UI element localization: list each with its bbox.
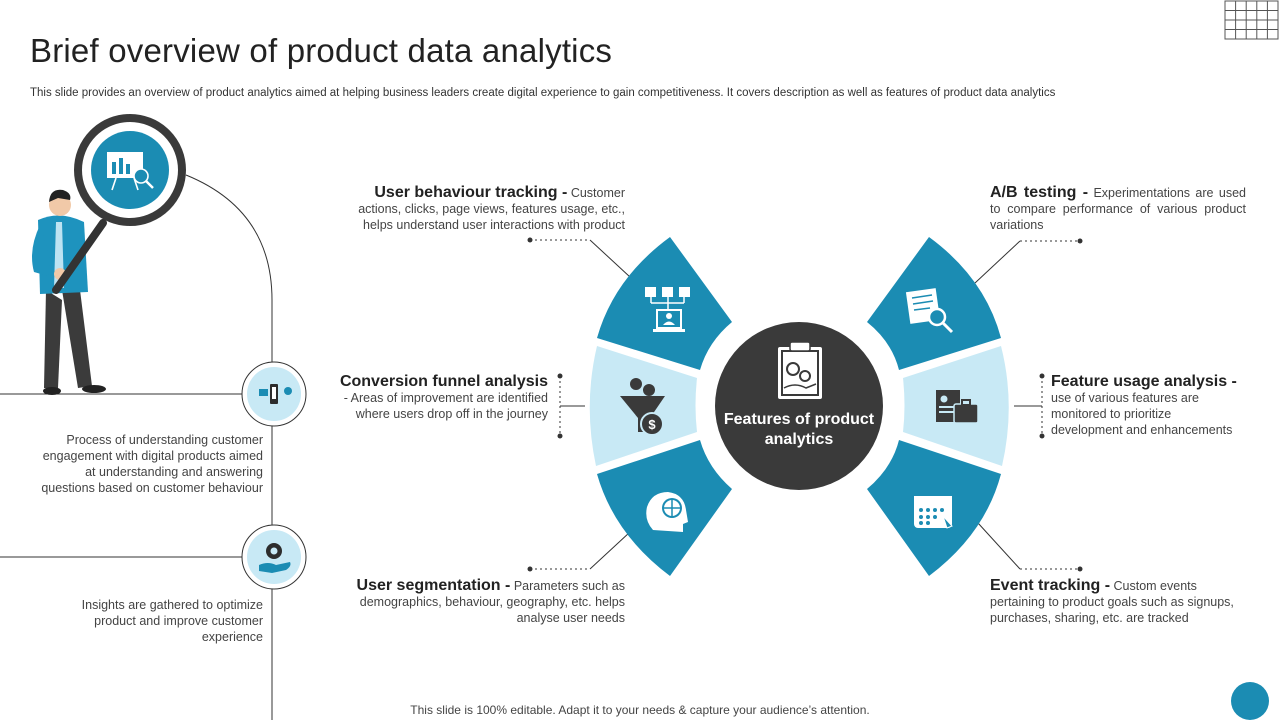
slide-footer: This slide is 100% editable. Adapt it to…: [410, 703, 870, 717]
feature-user-segmentation: User segmentation - Parameters such as d…: [335, 578, 625, 626]
calendar-icon: [914, 496, 953, 529]
svg-text:$: $: [648, 417, 656, 432]
user-flow-icon: [645, 287, 690, 332]
slide-title: Brief overview of product data analytics: [30, 32, 613, 69]
center-hub: [715, 322, 883, 490]
clipboard-gears-icon: [778, 341, 822, 399]
feature-text: Parameters such as demographics, behavio…: [359, 579, 625, 625]
feature-text: use of various features are monitored to…: [1051, 391, 1233, 437]
feature-ab-testing: A/B testing - Experimentations are used …: [990, 185, 1246, 233]
feature-usage-analysis: Feature usage analysis - use of various …: [1051, 374, 1246, 438]
feature-event-tracking: Event tracking - Custom events pertainin…: [990, 578, 1250, 626]
feature-heading: Event tracking -: [990, 577, 1111, 594]
feature-user-behaviour: User behaviour tracking - Customer actio…: [335, 185, 625, 233]
hand-gear-icon: [259, 543, 291, 573]
grid-icon: [1224, 0, 1279, 40]
corner-circle: [1231, 682, 1269, 720]
head-segments-icon: [646, 492, 688, 532]
feature-heading: Feature usage analysis -: [1051, 373, 1237, 390]
left-description-2: Insights are gathered to optimize produc…: [81, 598, 263, 644]
document-search-icon: [905, 288, 954, 334]
web-analytics-icon: [107, 152, 154, 191]
left-description-1: Process of understanding customer engage…: [41, 433, 263, 495]
shopping-icons: [259, 384, 292, 404]
feature-conversion-funnel: Conversion funnel analysis - Areas of im…: [330, 374, 548, 422]
feature-heading: A/B testing -: [990, 184, 1089, 201]
feature-heading: User segmentation -: [356, 577, 511, 594]
timeline-node-1: [241, 361, 307, 427]
feature-heading: User behaviour tracking -: [374, 184, 568, 201]
timeline-lines: [0, 174, 273, 720]
timeline-node-2: [241, 524, 307, 590]
leader-lines: [530, 239, 1080, 570]
feature-text: Experimentations are used to compare per…: [990, 186, 1247, 232]
profile-briefcase-icon: [936, 390, 979, 424]
funnel-dollar-icon: $: [620, 378, 665, 436]
feature-text: Custom events pertaining to product goal…: [990, 579, 1234, 625]
center-label: Features of product analytics: [723, 411, 875, 448]
slide-subtitle: This slide provides an overview of produ…: [30, 87, 1056, 99]
feature-text: Customer actions, clicks, page views, fe…: [358, 186, 625, 232]
feature-heading: Conversion funnel analysis: [339, 373, 548, 390]
feature-text: - Areas of improvement are identified wh…: [343, 391, 548, 421]
